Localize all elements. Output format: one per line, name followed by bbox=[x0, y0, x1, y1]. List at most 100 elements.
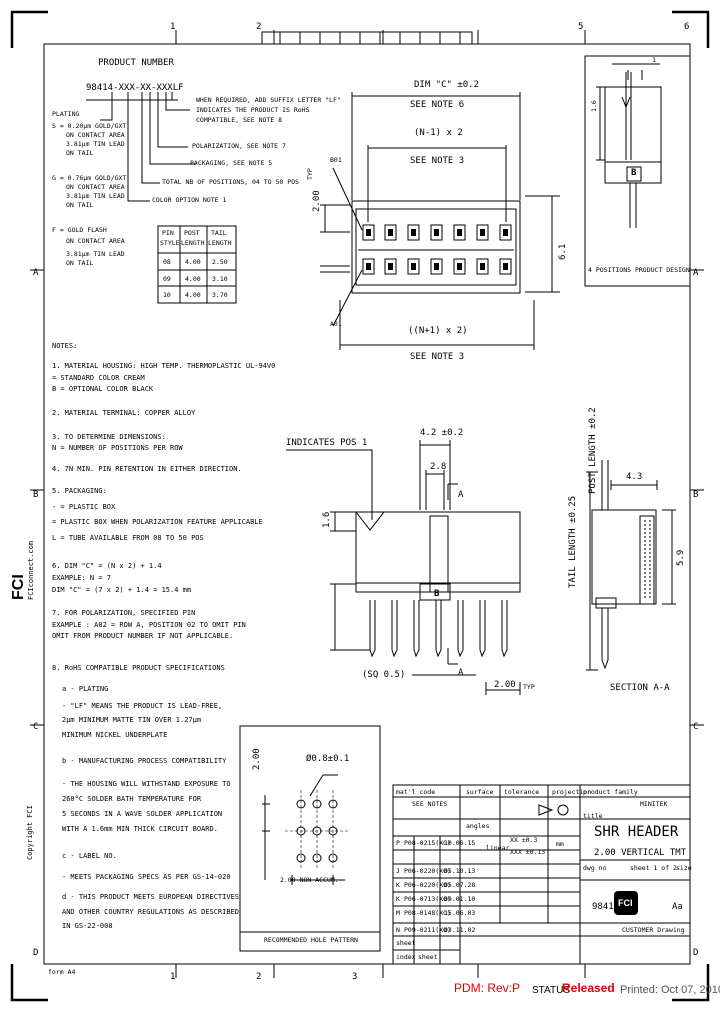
row-label-a: A bbox=[33, 268, 39, 278]
th-tail-length: LENGTH bbox=[208, 239, 232, 247]
rohs-line: AND OTHER COUNTRY REGULATIONS AS DESCRIB… bbox=[62, 908, 240, 916]
rev-itm-1: J bbox=[396, 867, 400, 875]
b-marker-design: B bbox=[631, 168, 637, 178]
title-label: title bbox=[583, 812, 603, 820]
n-minus-1-label: (N-1) x 2 bbox=[414, 128, 463, 138]
rev-date-2: 05.07.28 bbox=[444, 881, 476, 889]
note-line: 5. PACKAGING: bbox=[52, 487, 107, 495]
dim-5-9: 5.9 bbox=[676, 549, 686, 566]
pdm-rev: PDM: Rev:P bbox=[454, 981, 521, 995]
rohs-line: c - LABEL NO. bbox=[62, 852, 117, 860]
hole-pitch: 2.00 bbox=[252, 748, 262, 770]
see-notes: SEE NOTES bbox=[412, 800, 448, 808]
form-label: form A4 bbox=[48, 968, 76, 976]
plating-f-2: ON CONTACT AREA bbox=[66, 237, 125, 245]
td-0-2: 2.50 bbox=[212, 258, 228, 266]
dim-1-6-design: 1.6 bbox=[590, 100, 598, 112]
col-label-5: 5 bbox=[578, 22, 584, 32]
rev-itm-3: K bbox=[396, 895, 400, 903]
non-accum: 2.00 NON ACCUM. bbox=[280, 876, 339, 884]
dim-1-6-front: 1.6 bbox=[322, 511, 332, 528]
product-family-label: product family bbox=[583, 788, 638, 796]
col-label-bottom-2: 2 bbox=[256, 972, 262, 982]
rohs-line: d - THIS PRODUCT MEETS EUROPEAN DIRECTIV… bbox=[62, 893, 240, 901]
rev-date-1: 05.10.13 bbox=[444, 867, 476, 875]
section-marker-a-top: A bbox=[458, 490, 464, 500]
plating-g-2: ON CONTACT AREA bbox=[66, 183, 125, 191]
index-label: index bbox=[396, 953, 416, 961]
col-label-bottom-1: 1 bbox=[170, 972, 176, 982]
dim-4-3: 4.3 bbox=[626, 472, 643, 482]
note-line: N = NUMBER OF POSITIONS PER ROW bbox=[52, 444, 183, 452]
note-line: L = TUBE AVAILABLE FROM 08 TO 50 POS bbox=[52, 534, 204, 542]
rev-ecn-5: P09-0211(XO) bbox=[404, 926, 451, 934]
row-label-b: B bbox=[33, 490, 39, 500]
row-label-c-right: C bbox=[693, 722, 699, 732]
note-line: 4. 7N MIN. PIN RETENTION IN EITHER DIREC… bbox=[52, 465, 242, 473]
note-line: DIM "C" = (7 x 2) + 1.4 = 15.4 mm bbox=[52, 586, 192, 594]
row-label-d: D bbox=[33, 948, 39, 958]
status-value: Released bbox=[562, 981, 615, 995]
plating-g-4: ON TAIL bbox=[66, 201, 94, 209]
a01-label: A01 bbox=[330, 320, 342, 328]
rev-date-4: 15.06.03 bbox=[444, 909, 476, 917]
four-positions-design: 4 POSITIONS PRODUCT DESIGN bbox=[588, 266, 690, 274]
section-a-a: SECTION A-A bbox=[610, 683, 670, 693]
rev-ecn-1: P06-0220(XO) bbox=[404, 867, 451, 875]
hole-pattern-title: RECOMMENDED HOLE PATTERN bbox=[264, 936, 358, 944]
td-1-1: 4.00 bbox=[185, 275, 201, 283]
note-line: 7. FOR POLARIZATION, SPECIFIED PIN bbox=[52, 609, 196, 617]
dwg-no: 98414 bbox=[592, 902, 620, 912]
note-line: = PLASTIC BOX WHEN POLARIZATION FEATURE … bbox=[52, 518, 263, 526]
note-line: - = PLASTIC BOX bbox=[52, 503, 116, 511]
row-label-b-right: B bbox=[693, 490, 699, 500]
notes-heading: NOTES: bbox=[52, 342, 78, 350]
col-label-1: 1 bbox=[170, 22, 176, 32]
plating-g-3: 3.81μm TIN LEAD bbox=[66, 192, 125, 200]
dim-6-1: 6.1 bbox=[558, 243, 568, 260]
plating-f-4: ON TAIL bbox=[66, 259, 94, 267]
indicates-pos1: INDICATES POS 1 bbox=[286, 438, 368, 448]
printed-date: Printed: Oct 07, 2010 bbox=[620, 984, 720, 996]
rohs-line: - THE HOUSING WILL WITHSTAND EXPOSURE TO bbox=[62, 780, 231, 788]
note-line: = STANDARD COLOR CREAM bbox=[52, 374, 145, 382]
fci-url: FCIconnect.com bbox=[27, 540, 35, 600]
positions-label: TOTAL NB OF POSITIONS, 04 TO 50 POS bbox=[162, 178, 299, 186]
status-label: STATUS bbox=[532, 985, 570, 996]
linear-label: linear bbox=[486, 844, 510, 852]
note-line: 6. DIM "C" = (N x 2) + 1.4 bbox=[52, 562, 162, 570]
plating-heading: PLATING bbox=[52, 110, 80, 118]
dwg-no-label: dwg no bbox=[583, 864, 607, 872]
rohs-line: b - MANUFACTURING PROCESS COMPATIBILITY bbox=[62, 757, 227, 765]
plating-g-1: G = 0.76μm GOLD/GXT bbox=[52, 174, 127, 182]
rev-date-5: 03.11.02 bbox=[444, 926, 476, 934]
dim-c-label: DIM "C" ±0.2 bbox=[414, 80, 480, 90]
plating-s-4: ON TAIL bbox=[66, 149, 94, 157]
dim-2-00-bottom: 2.00 bbox=[494, 680, 516, 690]
th-post-length: LENGTH bbox=[181, 239, 205, 247]
th-post: POST bbox=[184, 229, 200, 237]
lf-note-1: WHEN REQUIRED, ADD SUFFIX LETTER "LF" bbox=[196, 96, 341, 104]
td-1-0: 09 bbox=[163, 275, 171, 283]
rev-ecn-3: P06-0713(XO) bbox=[404, 895, 451, 903]
tail-length: TAIL LENGTH ±0.25 bbox=[568, 495, 578, 588]
th-tail: TAIL bbox=[211, 229, 227, 237]
dim-2-8: 2.8 bbox=[430, 462, 447, 472]
dim-2-00-top: 2.00 bbox=[312, 190, 322, 212]
th-pin: PIN bbox=[162, 229, 174, 237]
dim-1: 1 bbox=[652, 56, 656, 64]
note-line: OMIT FROM PRODUCT NUMBER IF NOT APPLICAB… bbox=[52, 632, 234, 640]
color-label: COLOR OPTION NOTE 1 bbox=[152, 196, 227, 204]
rohs-line: IN GS-22-008 bbox=[62, 922, 113, 930]
product-number-code: 98414-XXX-XX-XXXLF bbox=[86, 83, 184, 93]
unit-label: mm bbox=[556, 840, 564, 848]
td-2-1: 4.00 bbox=[185, 291, 201, 299]
note-line: EXAMPLE : A02 = ROW A, POSITION 02 TO OM… bbox=[52, 621, 246, 629]
col-label-6: 6 bbox=[684, 22, 690, 32]
fci-title-logo: FCI bbox=[618, 898, 633, 908]
polarization-label: POLARIZATION, SEE NOTE 7 bbox=[192, 142, 286, 150]
packaging-label: PACKAGING, SEE NOTE 5 bbox=[190, 159, 273, 167]
post-length: POST LENGTH ±0.2 bbox=[588, 407, 598, 494]
tolerance-2: XXX ±0.13 bbox=[510, 848, 546, 856]
angles-label: angles bbox=[466, 822, 490, 830]
